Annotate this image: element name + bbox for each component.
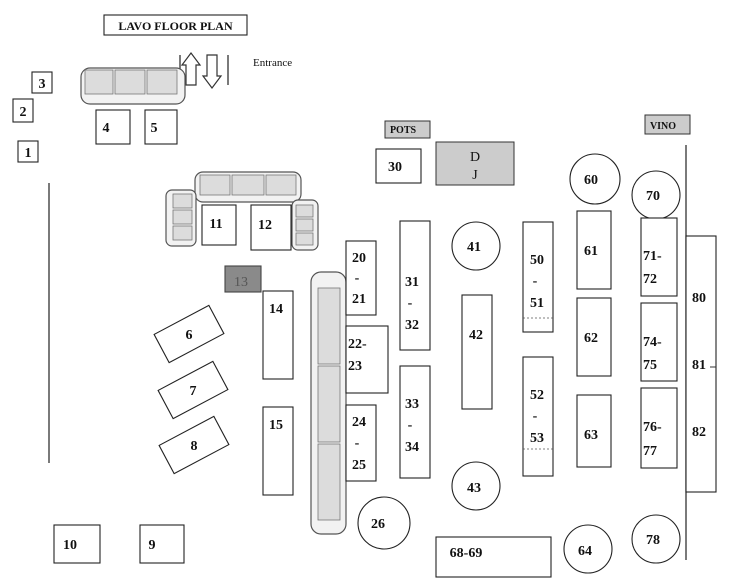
table-33-34[interactable]: 33-34 (399, 365, 431, 479)
table-52-53-label: 52-53 (530, 388, 544, 446)
table-78[interactable]: 78 (631, 514, 681, 564)
table-60-label: 60 (584, 173, 598, 188)
table-26-label: 26 (371, 517, 385, 532)
table-22-23[interactable]: 22-23 (345, 325, 389, 394)
table-26[interactable]: 26 (357, 496, 411, 550)
table-50-51-label: 50-51 (530, 253, 544, 311)
table-74-75[interactable]: 74-75 (640, 302, 678, 382)
table-7-label: 7 (190, 384, 197, 399)
table-70-label: 70 (646, 189, 660, 204)
table-14[interactable]: 14 (262, 290, 294, 380)
table-9[interactable]: 9 (139, 524, 185, 564)
table-15[interactable]: 15 (262, 406, 294, 496)
table-4-label: 4 (103, 121, 110, 136)
table-3[interactable]: 3 (31, 71, 53, 94)
table-11[interactable]: 11 (201, 204, 237, 246)
table-33-34-label: 33-34 (405, 397, 419, 455)
table-5[interactable]: 5 (144, 109, 178, 145)
table-71-72[interactable]: 71-72 (640, 217, 678, 297)
table-8[interactable]: 8 (158, 415, 230, 475)
table-78-label: 78 (646, 533, 660, 548)
table-42-label: 42 (469, 328, 483, 343)
table-64[interactable]: 64 (563, 524, 613, 574)
table-30[interactable]: 30 (375, 148, 422, 184)
table-3-label: 3 (39, 77, 46, 92)
table-20-21-label: 20-21 (352, 251, 366, 307)
table-6-label: 6 (186, 328, 193, 343)
table-15-label: 15 (269, 418, 283, 433)
entrance-label: Entrance (253, 57, 292, 69)
table-76-77[interactable]: 76-77 (640, 387, 678, 469)
table-60[interactable]: 60 (569, 153, 621, 205)
table-20-21[interactable]: 20-21 (345, 240, 377, 316)
table-70[interactable]: 70 (631, 170, 681, 220)
table-30-label: 30 (388, 160, 402, 175)
table-41[interactable]: 41 (451, 221, 501, 271)
banquette-long (310, 271, 347, 535)
table-1-label: 1 (25, 146, 32, 161)
table-11-label: 11 (209, 217, 222, 232)
table-52-53[interactable]: 52-53 (522, 356, 554, 477)
table-4[interactable]: 4 (95, 109, 131, 145)
table-31-32-label: 31-32 (405, 275, 419, 333)
entrance-arrows-icon (179, 52, 229, 89)
table-62[interactable]: 62 (576, 297, 612, 377)
table-31-32[interactable]: 31-32 (399, 220, 431, 351)
table-13-label: 13 (234, 275, 248, 290)
table-74-75-label: 74-75 (643, 335, 662, 373)
table-76-77-label: 76-77 (643, 420, 662, 459)
table-64-label: 64 (578, 544, 592, 559)
table-6[interactable]: 6 (153, 304, 225, 364)
sofa-middle (194, 171, 302, 203)
table-9-label: 9 (149, 538, 156, 553)
vino-station: VINO (644, 114, 691, 135)
table-2[interactable]: 2 (12, 98, 34, 123)
table-10[interactable]: 10 (53, 524, 101, 564)
pots-label: POTS (390, 125, 417, 136)
vino-label: VINO (650, 121, 676, 132)
plan-title-text: LAVO FLOOR PLAN (118, 19, 233, 33)
table-43[interactable]: 43 (451, 461, 501, 511)
table-22-23-label: 22-23 (348, 337, 367, 374)
table-61-label: 61 (584, 244, 598, 259)
table-12[interactable]: 12 (250, 204, 292, 251)
table-41-label: 41 (467, 240, 481, 255)
table-24-25[interactable]: 24-25 (345, 404, 377, 482)
table-71-72-label: 71-72 (643, 249, 662, 287)
table-68-69-label: 68-69 (450, 546, 483, 561)
table-13[interactable]: 13 (224, 265, 262, 293)
table-24-25-label: 24-25 (352, 415, 366, 473)
table-63-label: 63 (584, 428, 598, 443)
table-2-label: 2 (20, 105, 27, 120)
table-42[interactable]: 42 (461, 294, 493, 410)
table-14-label: 14 (269, 302, 283, 317)
table-43-label: 43 (467, 481, 481, 496)
table-68-69[interactable]: 68-69 (435, 536, 552, 578)
pots-station: POTS (384, 120, 431, 139)
table-61[interactable]: 61 (576, 210, 612, 290)
table-1[interactable]: 1 (17, 140, 39, 163)
table-62-label: 62 (584, 331, 598, 346)
sofa-left-chair (165, 189, 197, 247)
table-5-label: 5 (151, 121, 158, 136)
table-50-51[interactable]: 50-51 (522, 221, 554, 333)
sofa-top (80, 67, 186, 105)
table-8-label: 8 (191, 439, 198, 454)
table-63[interactable]: 63 (576, 394, 612, 468)
table-10-label: 10 (63, 538, 77, 553)
plan-title: LAVO FLOOR PLAN (103, 14, 248, 36)
table-12-label: 12 (258, 218, 272, 233)
table-7[interactable]: 7 (157, 360, 229, 420)
sofa-right-chair (291, 199, 319, 251)
